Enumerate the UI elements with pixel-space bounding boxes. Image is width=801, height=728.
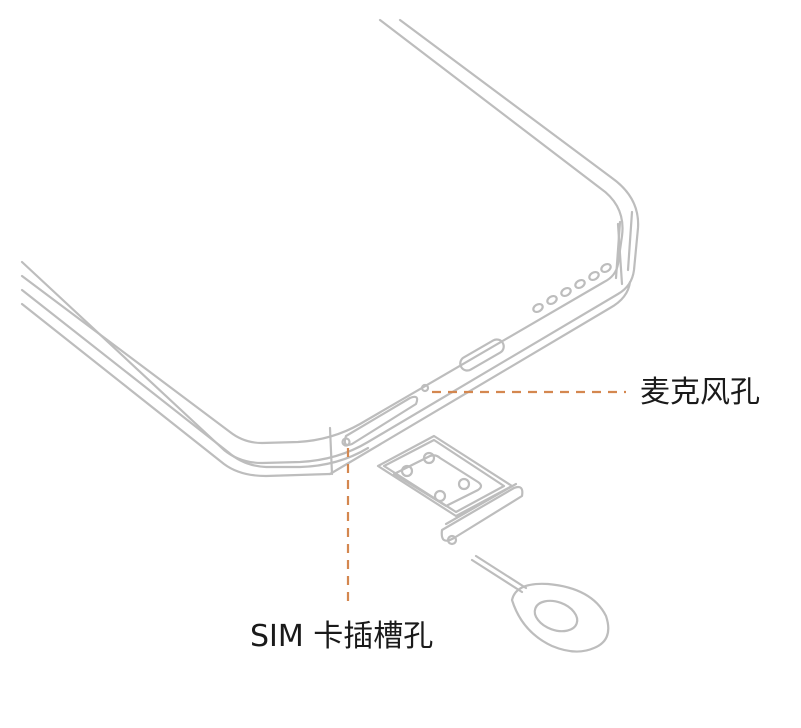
sim-slot-label: SIM 卡插槽孔 [250, 619, 434, 654]
speaker-grille [532, 262, 612, 314]
microphone-hole-label: 麦克风孔 [640, 375, 760, 410]
sim-tray-icon [376, 434, 524, 546]
usb-port [459, 338, 505, 372]
microphone-hole [420, 383, 430, 393]
phone-outline-icon [20, 18, 640, 478]
sim-slot [341, 395, 419, 447]
eject-pin-icon [470, 554, 610, 653]
